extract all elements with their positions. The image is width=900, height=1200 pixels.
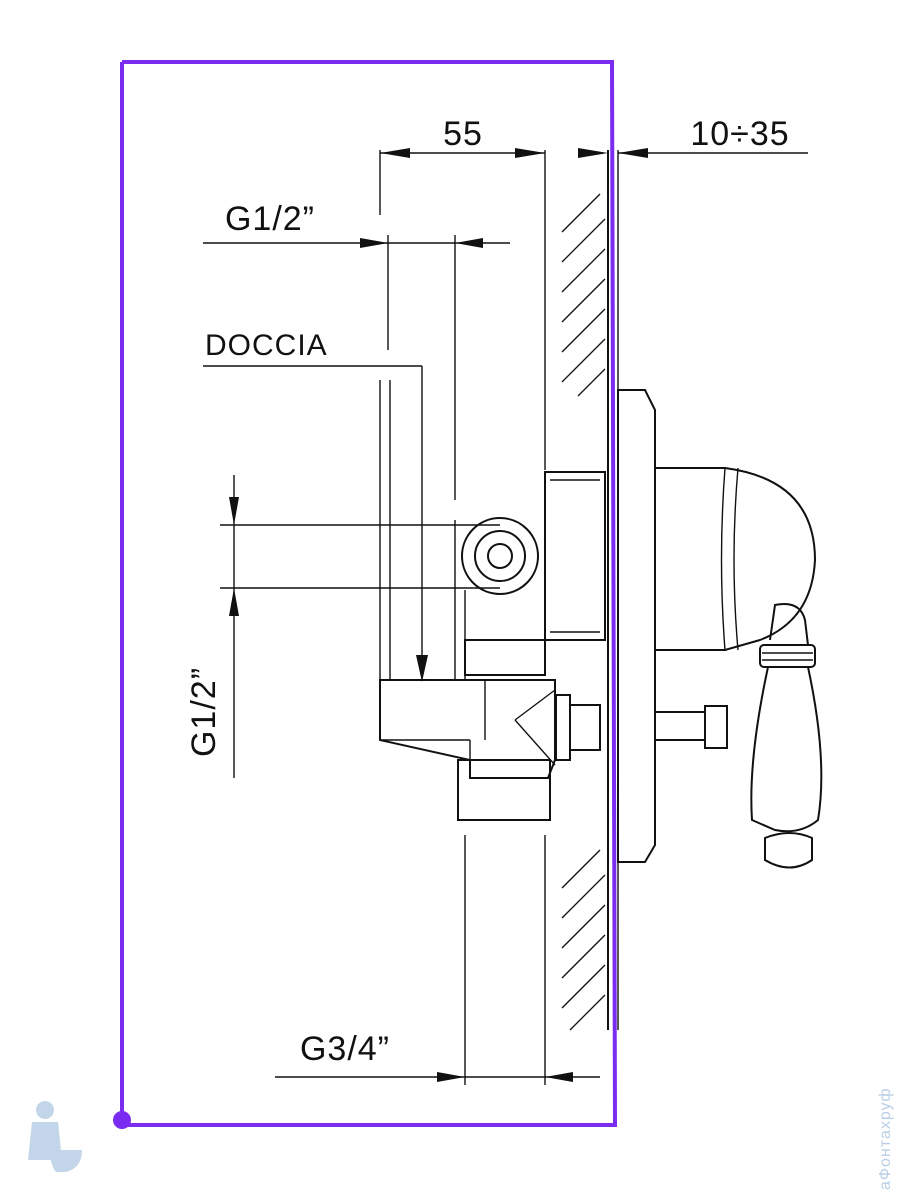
- watermark-text: аФонтахруф: [877, 1087, 894, 1190]
- outlet-bottom-label: G3/4”: [300, 1030, 390, 1068]
- dimension-wall-depth: 10÷35: [578, 115, 808, 158]
- dimension-55: 55: [379, 115, 545, 215]
- dimension-outlet-top: G1/2”: [203, 200, 510, 500]
- cover-plate: [617, 389, 656, 863]
- cartridge-body: [544, 471, 606, 761]
- dimension-inlet-side: G1/2”: [185, 475, 500, 778]
- wall-hatch-top: [561, 193, 606, 397]
- lever-handle: [750, 603, 823, 869]
- annotation-frame: [113, 60, 618, 1129]
- diverter-knob: [654, 705, 728, 749]
- wall-hatch-bottom: [561, 849, 606, 1031]
- dimension-55-label: 55: [443, 115, 483, 153]
- wall-surface: [544, 150, 619, 1085]
- dimension-wall-depth-label: 10÷35: [690, 115, 789, 153]
- handle-dome: [655, 467, 817, 651]
- inlet-nozzle: [461, 517, 539, 595]
- inlet-side-label: G1/2”: [185, 667, 223, 757]
- dimension-outlet-bottom: G3/4”: [275, 835, 600, 1085]
- outlet-top-label: G1/2”: [225, 200, 315, 238]
- valve-body: [379, 639, 556, 821]
- doccia-leader: DOCCIA: [203, 329, 428, 682]
- plumber-mascot-icon: [28, 1101, 82, 1172]
- doccia-label: DOCCIA: [205, 329, 328, 362]
